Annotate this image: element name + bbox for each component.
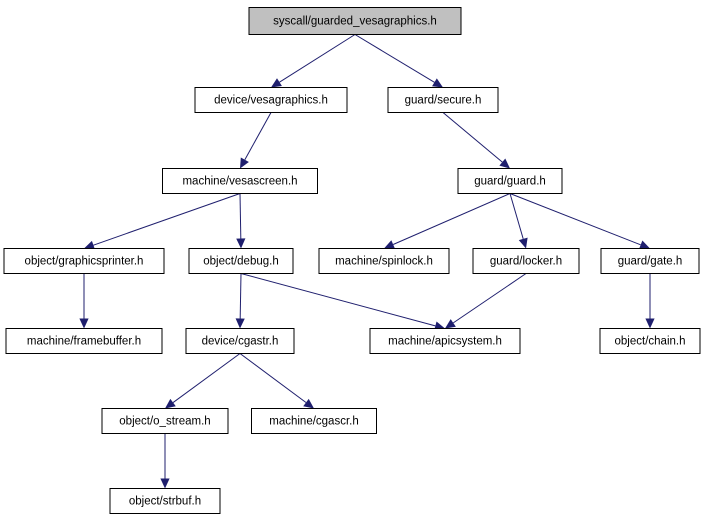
arrow-head-icon — [79, 318, 89, 329]
edge-guard-secure-h-to-guard-guard-h — [442, 112, 510, 169]
node-machine-vesascreen-h[interactable]: machine/vesascreen.h — [162, 168, 318, 194]
node-box[interactable] — [5, 328, 163, 354]
edge-guard-locker-h-to-machine-apicsystem-h — [445, 273, 527, 329]
edge-guard-gate-h-to-object-chain-h — [645, 273, 655, 329]
arrow-head-icon — [235, 318, 245, 329]
node-box[interactable] — [369, 328, 521, 354]
node-syscall-guarded-vesagraphics-h[interactable]: syscall/guarded_vesagraphics.h — [248, 6, 462, 36]
arrow-head-icon — [271, 78, 282, 88]
edge-device-cgastr-h-to-object-o-stream-h — [165, 353, 241, 409]
edges-layer — [79, 34, 655, 489]
arrow-head-icon — [499, 158, 510, 169]
node-box[interactable] — [457, 168, 563, 194]
node-machine-apicsystem-h[interactable]: machine/apicsystem.h — [369, 328, 521, 354]
node-box[interactable] — [188, 248, 294, 274]
arrow-head-icon — [432, 78, 443, 88]
node-object-graphicsprinter-h[interactable]: object/graphicsprinter.h — [3, 248, 165, 274]
arrow-head-icon — [240, 157, 249, 169]
node-box[interactable] — [599, 328, 701, 354]
node-box[interactable] — [3, 248, 165, 274]
node-box[interactable] — [472, 248, 580, 274]
edge-object-debug-h-to-machine-apicsystem-h — [240, 273, 445, 331]
node-box[interactable] — [248, 6, 462, 36]
edge-machine-vesascreen-h-to-object-graphicsprinter-h — [84, 193, 241, 250]
node-box[interactable] — [109, 488, 221, 514]
edge-object-graphicsprinter-h-to-machine-framebuffer-h — [79, 273, 89, 329]
node-box[interactable] — [162, 168, 318, 194]
nodes-layer: syscall/guarded_vesagraphics.h device/ves… — [3, 6, 701, 514]
arrow-head-icon — [236, 238, 246, 249]
edge-syscall-guarded-vesagraphics-h-to-device-vesagraphics-h — [271, 34, 356, 88]
arrow-head-icon — [384, 240, 396, 249]
node-machine-spinlock-h[interactable]: machine/spinlock.h — [318, 248, 450, 274]
edge-guard-guard-h-to-guard-locker-h — [509, 193, 528, 249]
node-box[interactable] — [251, 408, 377, 434]
node-box[interactable] — [318, 248, 450, 274]
node-object-chain-h[interactable]: object/chain.h — [599, 328, 701, 354]
node-machine-cgascr-h[interactable]: machine/cgascr.h — [251, 408, 377, 434]
arrow-head-icon — [303, 398, 314, 409]
node-box[interactable] — [600, 248, 700, 274]
node-guard-secure-h[interactable]: guard/secure.h — [387, 87, 499, 113]
node-box[interactable] — [185, 328, 295, 354]
edge-guard-guard-h-to-machine-spinlock-h — [384, 193, 511, 249]
arrow-head-icon — [639, 240, 650, 250]
node-box[interactable] — [194, 87, 348, 113]
node-object-strbuf-h[interactable]: object/strbuf.h — [109, 488, 221, 514]
edge-guard-guard-h-to-guard-gate-h — [509, 193, 650, 250]
edge-device-cgastr-h-to-machine-cgascr-h — [239, 353, 314, 409]
arrow-head-icon — [165, 398, 176, 409]
edge-machine-vesascreen-h-to-object-debug-h — [236, 193, 246, 249]
node-device-vesagraphics-h[interactable]: device/vesagraphics.h — [194, 87, 348, 113]
edge-device-vesagraphics-h-to-machine-vesascreen-h — [240, 112, 272, 169]
node-box[interactable] — [101, 408, 229, 434]
node-machine-framebuffer-h[interactable]: machine/framebuffer.h — [5, 328, 163, 354]
node-object-debug-h[interactable]: object/debug.h — [188, 248, 294, 274]
edge-object-o-stream-h-to-object-strbuf-h — [160, 433, 170, 489]
node-device-cgastr-h[interactable]: device/cgastr.h — [185, 328, 295, 354]
node-guard-locker-h[interactable]: guard/locker.h — [472, 248, 580, 274]
edge-syscall-guarded-vesagraphics-h-to-guard-secure-h — [354, 34, 443, 88]
arrow-head-icon — [84, 240, 95, 250]
arrow-head-icon — [518, 237, 528, 249]
node-guard-guard-h[interactable]: guard/guard.h — [457, 168, 563, 194]
node-guard-gate-h[interactable]: guard/gate.h — [600, 248, 700, 274]
arrow-head-icon — [160, 478, 170, 489]
node-object-o-stream-h[interactable]: object/o_stream.h — [101, 408, 229, 434]
arrow-head-icon — [645, 318, 655, 329]
edge-object-debug-h-to-device-cgastr-h — [235, 273, 245, 329]
node-box[interactable] — [387, 87, 499, 113]
arrow-head-icon — [445, 319, 456, 329]
